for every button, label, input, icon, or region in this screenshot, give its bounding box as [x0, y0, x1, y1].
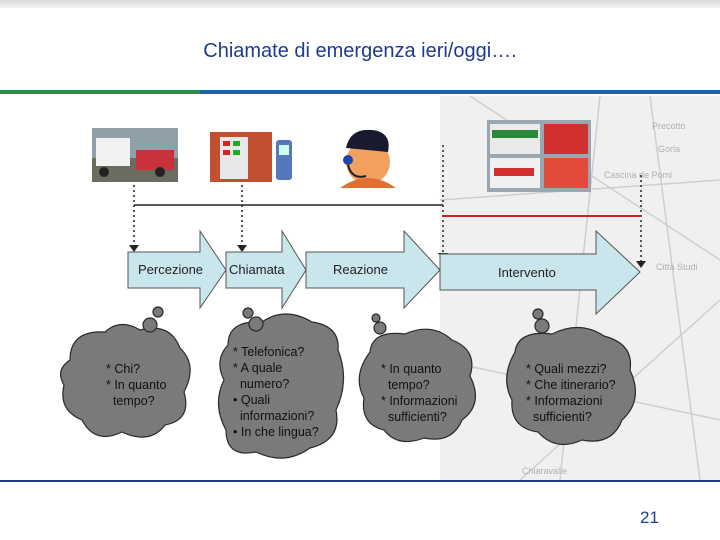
- map-label-precotto: Precotto: [652, 121, 686, 131]
- stage-arrow-chiamata: [225, 229, 307, 310]
- bubble-text-2: * Telefonica? * A quale numero? • Quali …: [233, 345, 319, 439]
- map-label-citta-studi: Città Studi: [656, 262, 698, 272]
- bubble-text-3: * In quanto tempo? * Informazioni suffic…: [381, 362, 458, 424]
- stage-label-intervento: Intervento: [498, 265, 556, 280]
- operator-headset-icon: [340, 129, 396, 188]
- stage-arrow-reazione: [305, 229, 441, 310]
- divider-blue: [200, 90, 720, 94]
- bubble-1: [60, 323, 191, 438]
- drop-lines: [133, 145, 642, 262]
- car-accident-photo: [92, 128, 178, 182]
- bubble-2: [217, 313, 345, 459]
- emergency-vehicles-photo: [487, 120, 591, 192]
- stage-arrow-percezione: [127, 229, 227, 310]
- map-label-chiaravalle: Chiaravalle: [522, 466, 567, 476]
- map-label-gorla: Gorla: [658, 144, 680, 154]
- stage-label-percezione: Percezione: [138, 262, 204, 277]
- bubble-4: [506, 326, 637, 446]
- stage-arrows: [127, 229, 641, 316]
- map-label-cascina: Cascina de Pomi: [604, 170, 672, 180]
- slide-title: Chiamate di emergenza ieri/oggi….: [203, 40, 517, 62]
- map-labels: Precotto Gorla Cascina de Pomi Città Stu…: [522, 121, 698, 476]
- emergency-phone-photo: [210, 132, 292, 182]
- page-number: 21: [640, 508, 659, 527]
- bubble-text-1: * Chi? * In quanto tempo?: [106, 362, 167, 408]
- thought-bubbles: [60, 306, 637, 459]
- top-bar: [0, 0, 720, 8]
- stage-arrow-intervento: [439, 229, 641, 316]
- bubble-3: [358, 328, 477, 443]
- bubble-text-4: * Quali mezzi? * Che itinerario? * Infor…: [526, 362, 616, 424]
- stage-label-chiamata: Chiamata: [229, 262, 285, 277]
- stage-label-reazione: Reazione: [333, 262, 388, 277]
- footer-line: [0, 480, 720, 482]
